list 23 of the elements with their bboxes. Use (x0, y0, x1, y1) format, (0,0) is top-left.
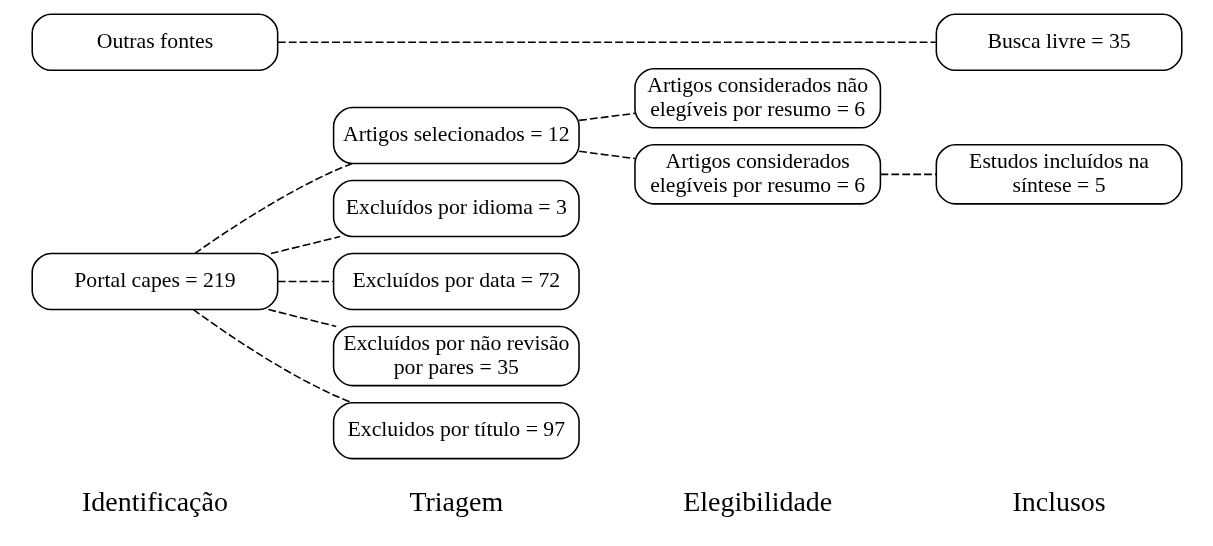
connector (267, 308, 337, 328)
connector (577, 112, 636, 122)
connector (269, 235, 341, 255)
label: Inclusos (1011, 485, 1106, 517)
connector (276, 280, 334, 283)
connector (879, 173, 937, 176)
label: Triagem (408, 485, 503, 517)
node-box: Artigos selecionados = 12 (332, 106, 580, 165)
connector (276, 41, 937, 44)
label: Elegibilidade (682, 485, 832, 517)
connector (577, 150, 636, 160)
node-box: Outras fontes (30, 13, 278, 72)
node-box: Busca livre = 35 (935, 13, 1183, 72)
node-box: Estudos incluídos na síntese = 5 (935, 144, 1183, 205)
node-box: Artigos considerados não elegíveis por resumo = 6 (633, 67, 881, 129)
node-box: Excluídos por data = 72 (332, 252, 580, 311)
node-box: Excluídos por idioma = 3 (332, 179, 580, 238)
node-box: Excluidos por título = 97 (332, 401, 580, 460)
node-box: Excluídos por não revisão por pares = 35 (332, 325, 580, 387)
connector (192, 308, 353, 404)
node-box: Artigos considerados elegíveis por resumo = 6 (633, 144, 881, 205)
label: Identificação (81, 485, 228, 517)
node-box: Portal capes = 219 (30, 252, 278, 311)
